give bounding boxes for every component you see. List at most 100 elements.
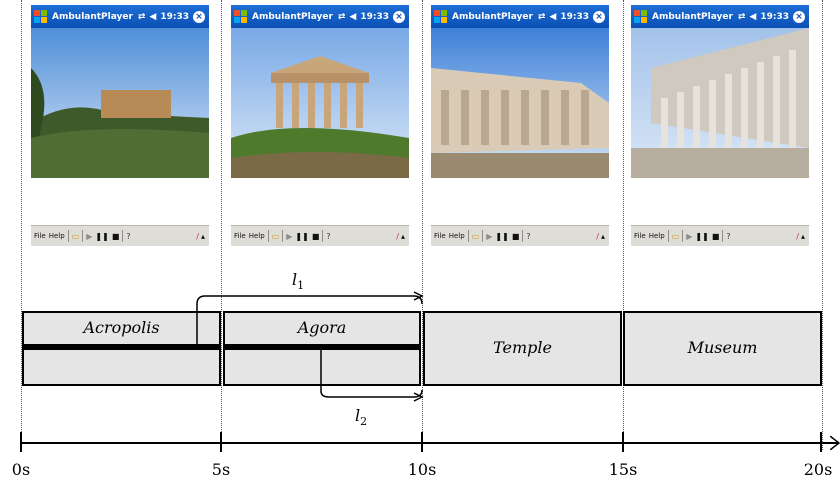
stop-icon[interactable]: ■ [111,231,120,241]
guide-10s [422,0,423,450]
volume-icon[interactable]: ◀ [549,11,557,22]
pen-icon[interactable]: / [196,231,199,241]
volume-icon[interactable]: ◀ [749,11,757,22]
guide-5s [221,0,222,450]
photo-temple [431,28,609,178]
active-bar-acropolis [22,344,221,350]
tick-label-10s: 10s [407,460,437,479]
help-icon[interactable]: ? [126,231,131,241]
stop-icon[interactable]: ■ [511,231,520,241]
help-icon[interactable]: ? [526,231,531,241]
connectivity-icon[interactable]: ⇄ [137,11,146,22]
menu-file[interactable]: File [434,232,446,240]
pen-icon[interactable]: / [396,231,399,241]
menu-help[interactable]: Help [248,232,265,240]
toolbar-divider [667,230,669,242]
app-title: AmbulantPlayer [52,11,133,22]
play-icon[interactable]: ▶ [686,231,693,241]
connectivity-icon[interactable]: ⇄ [537,11,546,22]
tick-0s [20,432,22,452]
start-menu-icon[interactable] [234,9,248,24]
menu-help[interactable]: Help [648,232,665,240]
start-menu-icon[interactable] [34,9,48,24]
menu-help[interactable]: Help [48,232,65,240]
title-bar: AmbulantPlayer ⇄◀19:33 × [431,5,609,28]
app-title: AmbulantPlayer [452,11,533,22]
block-label-museum: Museum [687,338,758,357]
photo-acropolis [31,28,209,178]
menu-up-arrow-icon[interactable]: ▴ [800,231,805,241]
open-folder-icon[interactable]: ▭ [471,231,480,241]
menu-help[interactable]: Help [448,232,465,240]
connectivity-icon[interactable]: ⇄ [337,11,346,22]
guide-0s [21,0,22,450]
stop-icon[interactable]: ■ [711,231,720,241]
pause-icon[interactable]: ❚❚ [695,231,709,241]
menu-up-arrow-icon[interactable]: ▴ [200,231,205,241]
start-menu-icon[interactable] [434,9,448,24]
clock-time[interactable]: 19:33 [560,11,589,22]
pen-icon[interactable]: / [596,231,599,241]
connectivity-icon[interactable]: ⇄ [737,11,746,22]
menu-file[interactable]: File [634,232,646,240]
toolbar-divider [682,230,684,242]
tick-label-15s: 15s [608,460,638,479]
close-icon[interactable]: × [393,10,405,23]
app-title: AmbulantPlayer [652,11,733,22]
link-l2-label: l2 [355,406,367,428]
title-bar: AmbulantPlayer ⇄◀19:33 × [31,5,209,28]
toolbar-divider [522,230,524,242]
pause-icon[interactable]: ❚❚ [95,231,109,241]
link-l1-name: l [292,270,298,289]
link-l2-sub: 2 [360,415,368,429]
toolbar-divider [82,230,84,242]
open-folder-icon[interactable]: ▭ [671,231,680,241]
close-icon[interactable]: × [793,10,805,23]
toolbar-divider [267,230,269,242]
block-label-temple: Temple [493,338,552,357]
menu-up-arrow-icon[interactable]: ▴ [400,231,405,241]
volume-icon[interactable]: ◀ [349,11,357,22]
toolbar-divider [67,230,69,242]
toolbar-divider [122,230,124,242]
pen-icon[interactable]: / [796,231,799,241]
link-l1-label: l1 [292,270,304,292]
title-bar: AmbulantPlayer ⇄◀19:33 × [631,5,809,28]
help-icon[interactable]: ? [726,231,731,241]
menu-up-arrow-icon[interactable]: ▴ [600,231,605,241]
link-l2-name: l [355,406,361,425]
clock-time[interactable]: 19:33 [760,11,789,22]
play-icon[interactable]: ▶ [486,231,493,241]
play-icon[interactable]: ▶ [86,231,93,241]
menu-file[interactable]: File [234,232,246,240]
toolbar-divider [482,230,484,242]
close-icon[interactable]: × [593,10,605,23]
toolbar-divider [322,230,324,242]
block-temple: Temple [423,311,622,386]
photo-museum [631,28,809,178]
open-folder-icon[interactable]: ▭ [271,231,280,241]
menu-file[interactable]: File [34,232,46,240]
axis-arrowhead [830,436,840,450]
player-blank-area [631,178,809,225]
volume-icon[interactable]: ◀ [149,11,157,22]
pause-icon[interactable]: ❚❚ [295,231,309,241]
tick-20s [820,432,822,452]
pause-icon[interactable]: ❚❚ [495,231,509,241]
play-icon[interactable]: ▶ [286,231,293,241]
open-folder-icon[interactable]: ▭ [71,231,80,241]
guide-15s [623,0,624,450]
title-bar: AmbulantPlayer⇄◀19:33× [231,5,409,28]
start-menu-icon[interactable] [634,9,648,24]
tick-label-20s: 20s [803,460,833,479]
clock-time[interactable]: 19:33 [360,11,389,22]
close-icon[interactable]: × [193,10,205,23]
help-icon[interactable]: ? [326,231,331,241]
clock-time[interactable]: 19:33 [160,11,189,22]
stop-icon[interactable]: ■ [311,231,320,241]
guide-20s [822,0,823,450]
